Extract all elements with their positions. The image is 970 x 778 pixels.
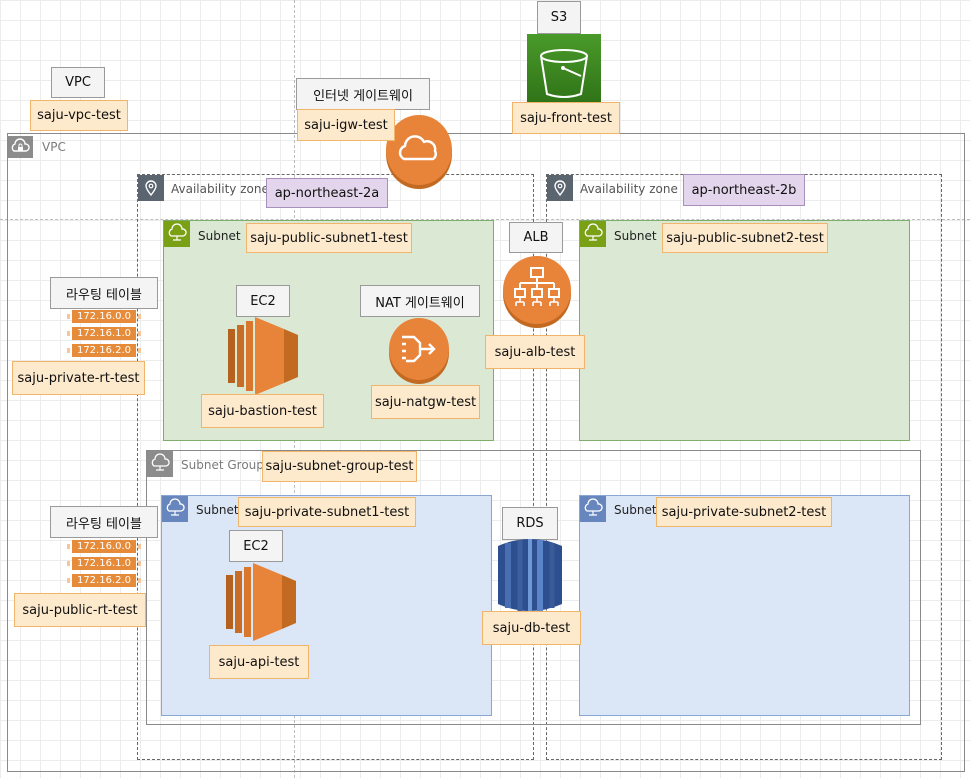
rt-private-name-label[interactable]: saju-private-rt-test	[12, 361, 145, 395]
ec2-api-type-label[interactable]: EC2	[229, 530, 283, 562]
alb-type-label[interactable]: ALB	[509, 222, 563, 253]
ec2-api-name-label[interactable]: saju-api-test	[209, 645, 309, 679]
rds-type-label[interactable]: RDS	[502, 507, 558, 540]
private-subnet-2-icon	[580, 496, 606, 522]
public-subnet-2-icon	[580, 221, 606, 247]
private-subnet-2[interactable]	[579, 495, 910, 716]
subnet-group-label: Subnet Group	[181, 458, 264, 472]
private-subnet-2-name[interactable]: saju-private-subnet2-test	[656, 497, 832, 527]
ec2-bastion-icon[interactable]	[228, 317, 298, 395]
rt-private-route-3: 172.16.2.0	[67, 344, 141, 357]
public-subnet-1-label: Subnet	[198, 229, 241, 243]
az-a-label: Availability zone	[171, 182, 269, 196]
private-subnet-2-label: Subnet	[614, 503, 657, 517]
rt-private-route-2: 172.16.1.0	[67, 327, 141, 340]
vpc-group[interactable]	[7, 133, 965, 772]
s3-name-label[interactable]: saju-front-test	[512, 102, 620, 134]
az-a-name[interactable]: ap-northeast-2a	[266, 178, 388, 208]
igw-type-label[interactable]: 인터넷 게이트웨이	[296, 78, 430, 110]
az-b-label: Availability zone	[580, 182, 678, 196]
alb-name-label[interactable]: saju-alb-test	[485, 335, 585, 369]
public-subnet-1-name[interactable]: saju-public-subnet1-test	[246, 223, 412, 253]
az-b-icon	[547, 175, 573, 201]
public-subnet-2[interactable]	[579, 220, 910, 441]
ec2-api-icon[interactable]	[226, 563, 296, 641]
private-subnet-1-name[interactable]: saju-private-subnet1-test	[238, 497, 416, 527]
guide-line-horizontal	[0, 219, 970, 220]
vpc-type-label[interactable]: VPC	[51, 67, 105, 98]
ec2-bastion-type-label[interactable]: EC2	[236, 285, 290, 317]
subnet-group-icon	[147, 451, 173, 477]
az-b-name[interactable]: ap-northeast-2b	[683, 174, 805, 206]
public-subnet-1-icon	[164, 221, 190, 247]
igw-icon[interactable]	[385, 110, 453, 190]
alb-icon[interactable]	[502, 255, 572, 329]
subnet-group-name[interactable]: saju-subnet-group-test	[262, 451, 417, 482]
rt-public-type-label[interactable]: 라우팅 테이블	[50, 506, 158, 538]
vpc-group-label: VPC	[42, 140, 66, 154]
nat-type-label[interactable]: NAT 게이트웨이	[360, 285, 480, 317]
igw-name-label[interactable]: saju-igw-test	[297, 109, 395, 141]
rt-private-type-label[interactable]: 라우팅 테이블	[50, 277, 158, 309]
s3-type-label[interactable]: S3	[537, 1, 581, 34]
public-subnet-2-name[interactable]: saju-public-subnet2-test	[662, 223, 828, 253]
rt-public-route-2: 172.16.1.0	[67, 557, 141, 570]
nat-gateway-icon[interactable]	[389, 317, 449, 385]
rds-name-label[interactable]: saju-db-test	[482, 611, 581, 645]
public-subnet-2-label: Subnet	[614, 229, 657, 243]
az-a-icon	[138, 175, 164, 201]
vpc-icon	[8, 136, 33, 158]
vpc-name-label[interactable]: saju-vpc-test	[30, 100, 128, 131]
private-subnet-1-label: Subnet	[196, 503, 239, 517]
rt-public-route-1: 172.16.0.0	[67, 540, 141, 553]
rt-public-name-label[interactable]: saju-public-rt-test	[14, 593, 146, 627]
subnet-group[interactable]	[146, 450, 921, 725]
s3-icon[interactable]	[527, 34, 601, 104]
rds-icon[interactable]	[498, 538, 562, 612]
availability-zone-a[interactable]	[137, 174, 534, 760]
ec2-bastion-name-label[interactable]: saju-bastion-test	[201, 394, 324, 428]
private-subnet-1-icon	[162, 496, 188, 522]
rt-public-route-3: 172.16.2.0	[67, 574, 141, 587]
private-subnet-1[interactable]	[161, 495, 492, 716]
rt-private-route-1: 172.16.0.0	[67, 310, 141, 323]
nat-name-label[interactable]: saju-natgw-test	[371, 385, 480, 419]
